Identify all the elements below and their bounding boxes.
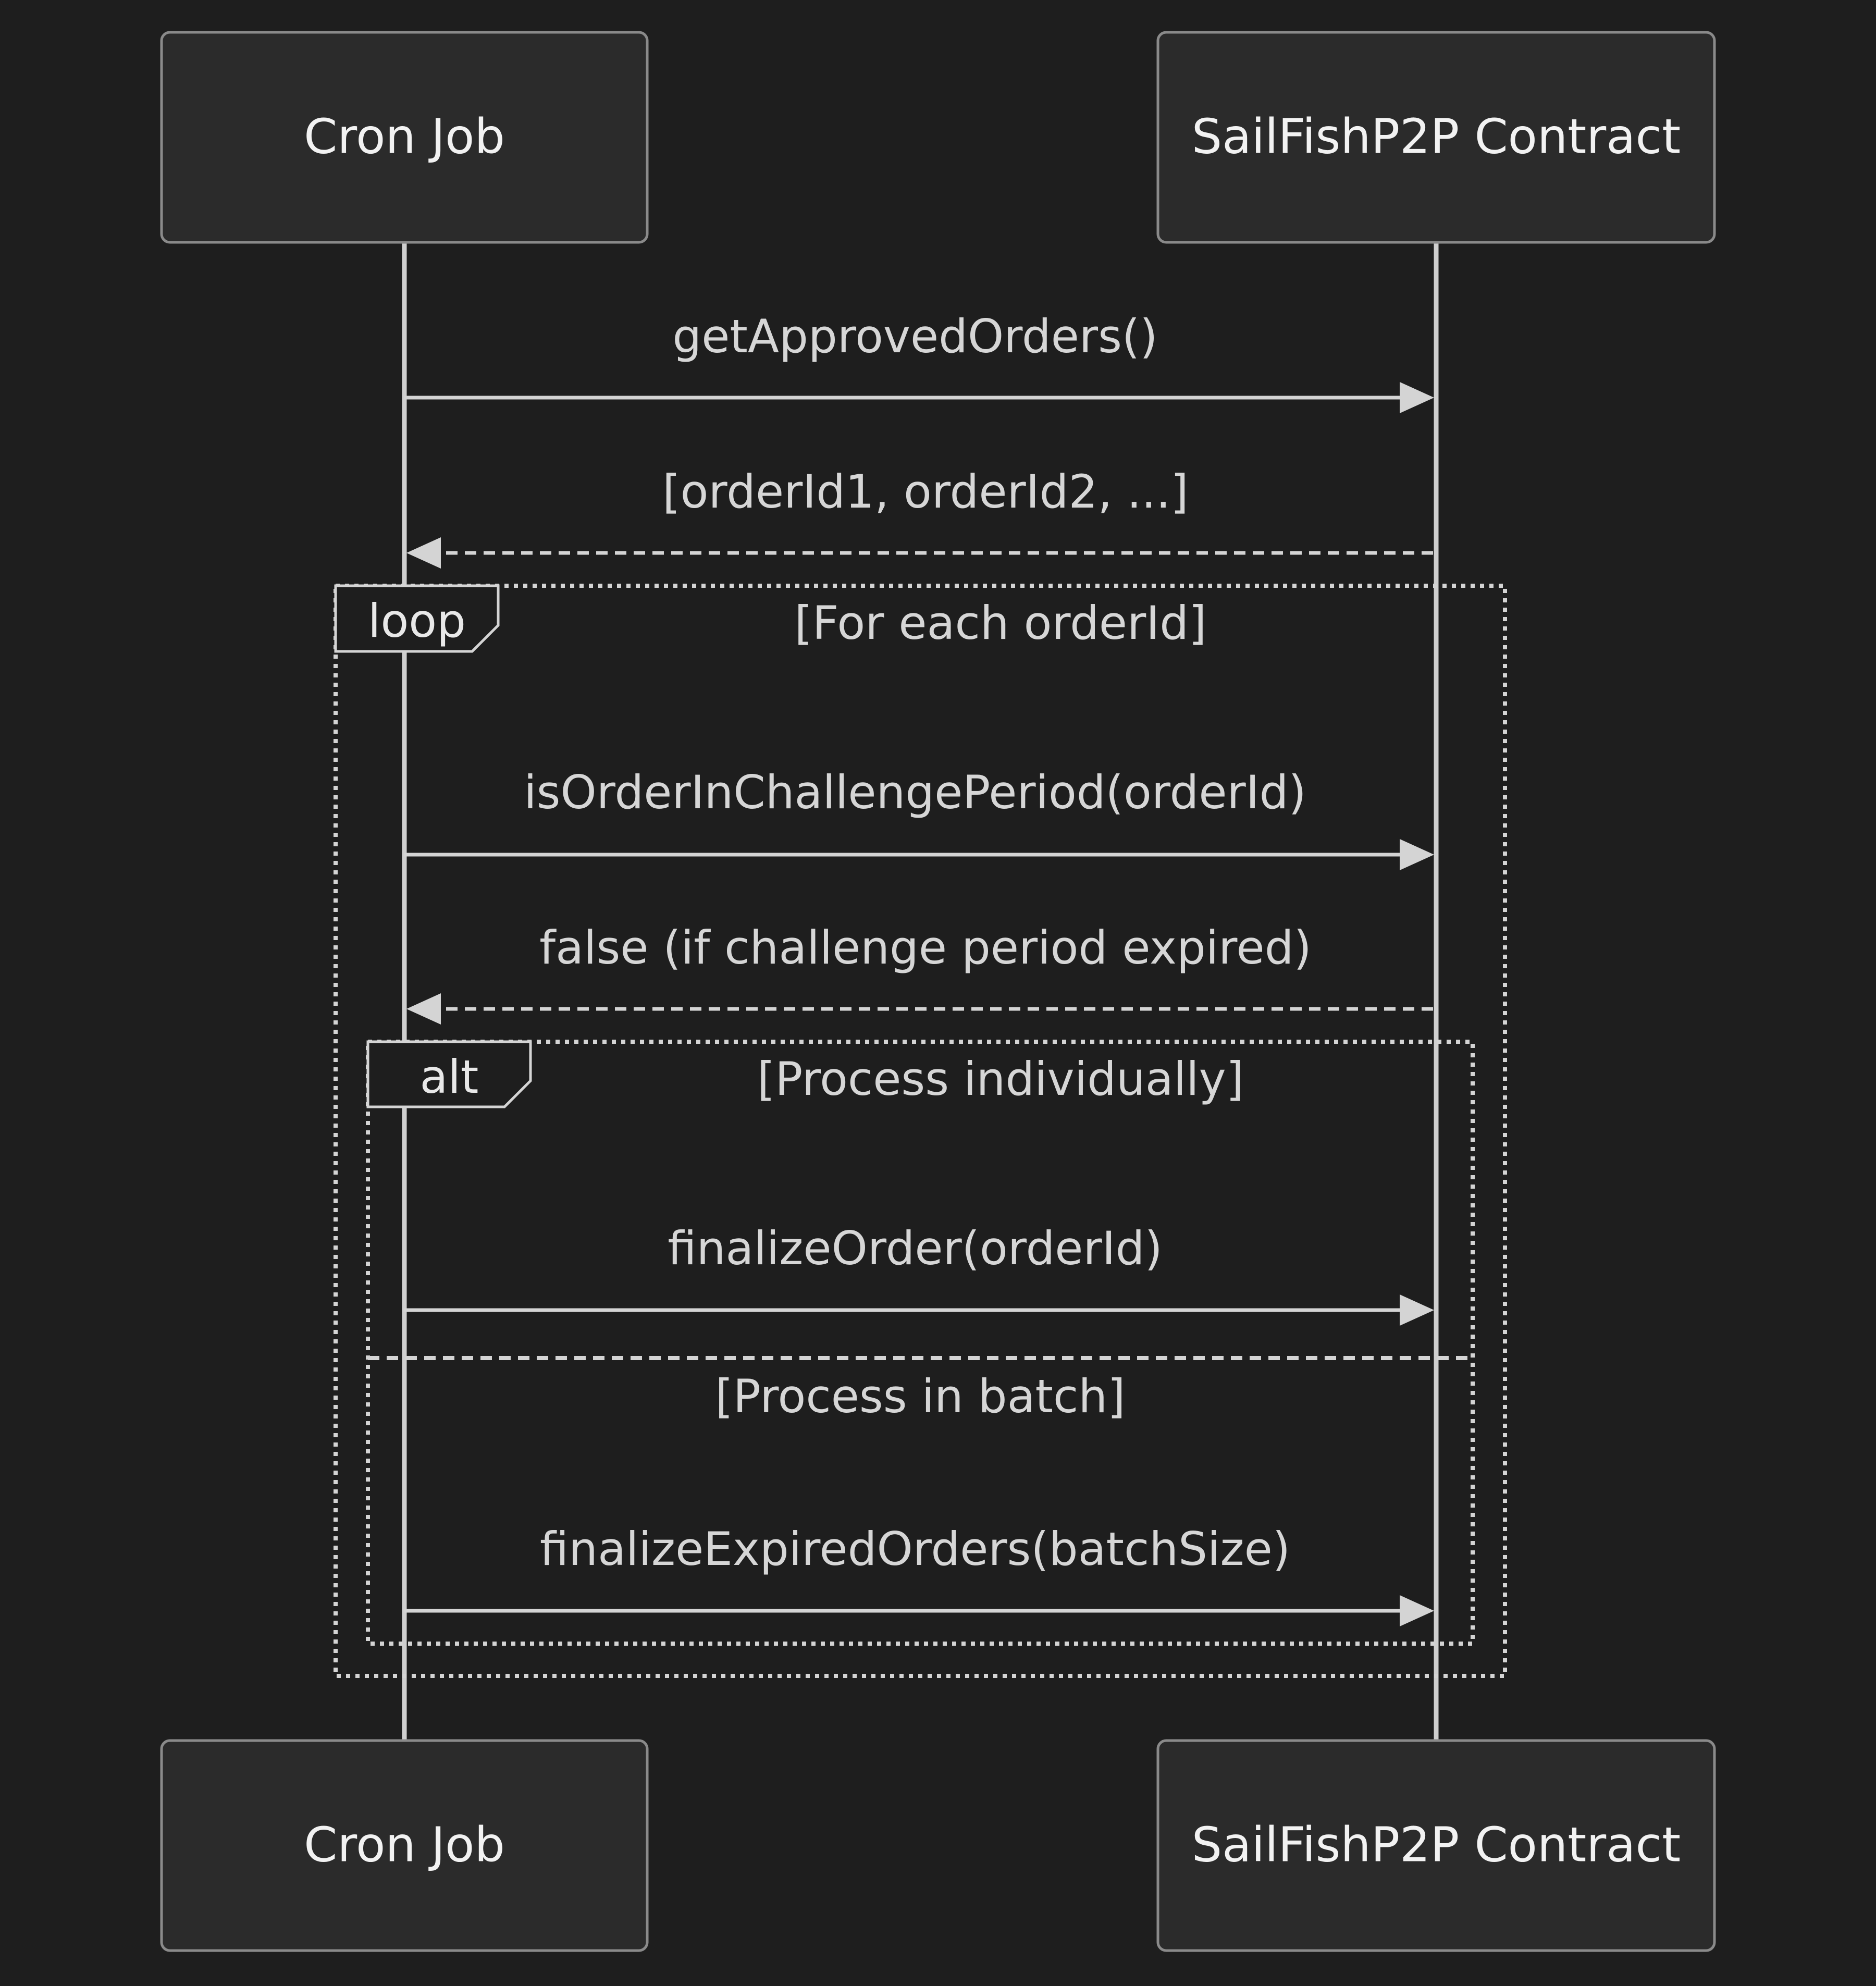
alt-else-condition: [Process in batch]: [715, 1370, 1125, 1423]
cron-job-label-top: Cron Job: [304, 108, 505, 164]
message-label: getApprovedOrders(): [672, 310, 1157, 363]
message-finalize-order: finalizeOrder(orderId): [404, 1222, 1434, 1326]
message-label: finalizeOrder(orderId): [668, 1222, 1163, 1275]
alt-condition: [Process individually]: [757, 1052, 1244, 1106]
message-is-order-in-challenge-period: isOrderInChallengePeriod(orderId): [404, 766, 1434, 870]
message-order-ids-return: [orderId1, orderId2, ...]: [406, 465, 1433, 569]
arrowhead-right-icon: [1400, 382, 1434, 413]
message-challenge-expired-return: false (if challenge period expired): [406, 921, 1433, 1025]
message-label: finalizeExpiredOrders(batchSize): [540, 1522, 1290, 1576]
alt-tab: [366, 1040, 532, 1108]
contract-label-bottom: SailFishP2P Contract: [1192, 1817, 1681, 1872]
arrowhead-right-icon: [1400, 1294, 1434, 1326]
loop-fragment: loop [For each orderId]: [334, 584, 1507, 1678]
cron-job-actor-top: Cron Job: [160, 31, 649, 244]
contract-actor-top: SailFishP2P Contract: [1156, 31, 1716, 244]
arrowhead-right-icon: [1400, 839, 1434, 870]
cron-job-actor-bottom: Cron Job: [160, 1739, 649, 1952]
message-label: isOrderInChallengePeriod(orderId): [524, 766, 1306, 819]
loop-keyword: loop: [368, 594, 466, 648]
alt-keyword: alt: [420, 1050, 479, 1104]
message-label: false (if challenge period expired): [539, 921, 1312, 975]
contract-actor-bottom: SailFishP2P Contract: [1156, 1739, 1716, 1952]
loop-frame: [334, 584, 1507, 1678]
contract-label-top: SailFishP2P Contract: [1192, 108, 1681, 164]
loop-condition: [For each orderId]: [795, 596, 1207, 650]
loop-tab: [334, 584, 500, 653]
message-label: [orderId1, orderId2, ...]: [662, 465, 1188, 519]
message-finalize-expired-orders: finalizeExpiredOrders(batchSize): [404, 1522, 1434, 1626]
arrowhead-left-icon: [406, 537, 441, 569]
message-get-approved-orders: getApprovedOrders(): [404, 310, 1434, 413]
arrowhead-right-icon: [1400, 1595, 1434, 1626]
alt-fragment: alt [Process individually] [Process in b…: [366, 1040, 1475, 1646]
arrowhead-left-icon: [406, 993, 441, 1025]
cron-job-label-bottom: Cron Job: [304, 1817, 505, 1872]
